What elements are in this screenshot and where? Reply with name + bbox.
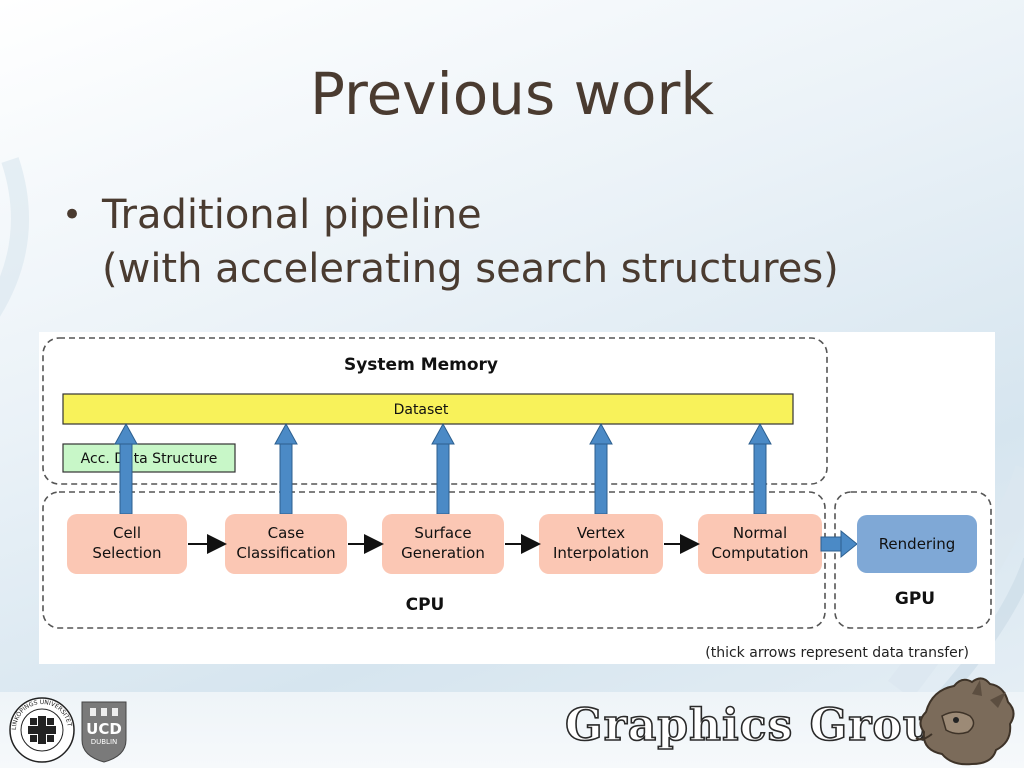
data-transfer-arrow-2 [274, 422, 298, 515]
bullet-dot: • [62, 195, 83, 235]
stage-4-line2: Interpolation [553, 544, 649, 562]
liu-seal-logo: LINKÖPINGS UNIVERSITET [9, 697, 75, 763]
data-transfer-arrow-4 [589, 422, 613, 515]
rendering-label: Rendering [879, 535, 956, 553]
system-memory-label: System Memory [344, 355, 498, 375]
stage-4-line1: Vertex [577, 524, 625, 542]
stage-3-line1: Surface [414, 524, 471, 542]
graphics-group-brand: Graphics Group [564, 699, 968, 752]
diagram-note: (thick arrows represent data transfer) [705, 645, 969, 661]
cpu-group [42, 491, 826, 629]
stage-2-line1: Case [268, 524, 305, 542]
rendering-box: Rendering [857, 515, 977, 573]
gpu-transfer-arrow [820, 529, 858, 559]
stage-vertex-interpolation: Vertex Interpolation [539, 514, 663, 574]
acc-structure-box [62, 443, 236, 473]
data-transfer-arrow-3 [431, 422, 455, 515]
bullet-line-2: (with accelerating search structures) [102, 246, 839, 292]
stage-case-classification: Case Classification [225, 514, 347, 574]
pipeline-diagram: System Memory Dataset Acc. Data Structur… [39, 332, 995, 664]
gpu-group [834, 491, 992, 629]
stage-1-line2: Selection [92, 544, 161, 562]
ucd-text: UCD [86, 720, 122, 738]
stage-surface-generation: Surface Generation [382, 514, 504, 574]
stage-normal-computation: Normal Computation [698, 514, 822, 574]
stage-2-line2: Classification [236, 544, 335, 562]
system-memory-group [42, 337, 828, 485]
stage-5-line2: Computation [711, 544, 808, 562]
stage-3-line2: Generation [401, 544, 485, 562]
data-transfer-arrow-1 [114, 422, 138, 515]
gpu-label: GPU [895, 589, 935, 609]
bullet-item: Traditional pipeline (with accelerating … [102, 188, 839, 296]
footer-bar [0, 692, 1024, 768]
dragon-mascot-icon [915, 677, 1015, 766]
cpu-label: CPU [406, 595, 445, 615]
ucd-logo: UCD DUBLIN [80, 700, 128, 764]
acc-structure-label: Acc. Data Structure [81, 451, 218, 467]
bullet-line-1: Traditional pipeline [102, 192, 482, 238]
dataset-label: Dataset [394, 402, 449, 418]
dataset-bar [62, 393, 794, 425]
slide-title: Previous work [310, 60, 714, 128]
stage-5-line1: Normal [733, 524, 787, 542]
stage-1-line1: Cell [113, 524, 141, 542]
data-transfer-arrow-5 [748, 422, 772, 515]
stage-cell-selection: Cell Selection [67, 514, 187, 574]
ucd-subtext: DUBLIN [90, 738, 118, 746]
